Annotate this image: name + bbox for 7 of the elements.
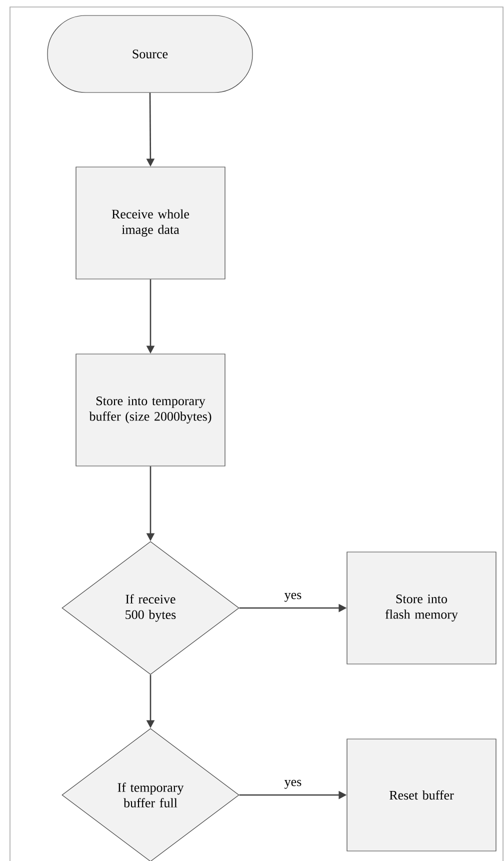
start-terminal: Source bbox=[47, 15, 253, 93]
process-box: Store into flash memory bbox=[346, 552, 496, 664]
edge-label: yes bbox=[283, 592, 303, 603]
edge-label: yes bbox=[283, 778, 303, 790]
process-box: Receive whole image data bbox=[76, 166, 226, 280]
process-box: Store into temporary buffer (size 2000bytes) bbox=[76, 354, 226, 466]
process-box: Reset buffer bbox=[346, 738, 496, 852]
